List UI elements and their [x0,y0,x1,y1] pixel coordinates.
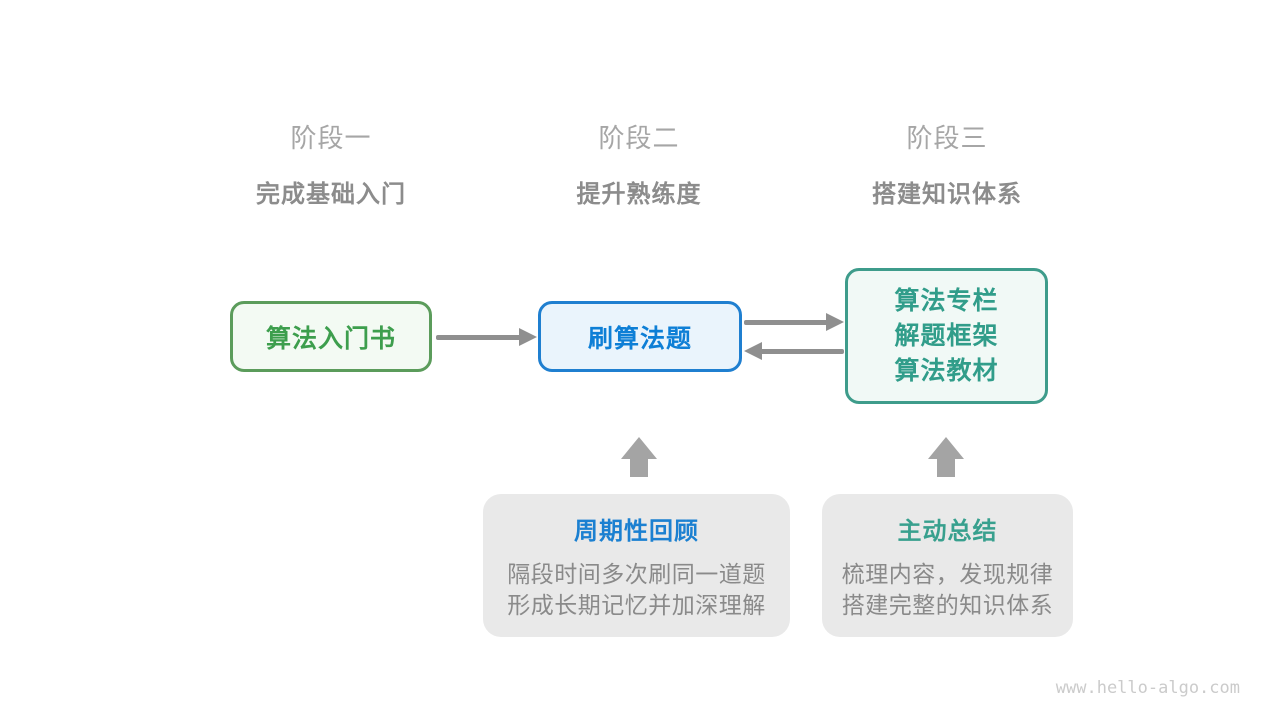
callout-active-summary-line-1: 梳理内容，发现规律 [841,561,1054,587]
callout-periodic-review-title: 周期性回顾 [574,518,699,545]
callout-active-summary: 主动总结 梳理内容，发现规律 搭建完整的知识体系 [822,494,1073,637]
stage-1-title: 阶段一 [290,123,372,153]
node-knowledge-line-1: 算法专栏 [894,286,999,315]
callout-periodic-review: 周期性回顾 隔段时间多次刷同一道题 形成长期记忆并加深理解 [483,494,790,637]
node-intro-book: 算法入门书 [230,301,432,372]
node-knowledge-line-3: 算法教材 [894,356,999,385]
stage-2-header: 阶段二 提升熟练度 [499,118,779,209]
callout-periodic-review-line-1: 隔段时间多次刷同一道题 [507,561,766,587]
stage-3-title: 阶段三 [906,123,988,153]
stage-3-subtitle: 搭建知识体系 [872,181,1022,208]
node-knowledge: 算法专栏 解题框架 算法教材 [845,268,1048,404]
stage-3-header: 阶段三 搭建知识体系 [807,118,1087,209]
node-practice-label: 刷算法题 [587,324,692,353]
callout-active-summary-line-2: 搭建完整的知识体系 [841,592,1054,618]
callout-periodic-review-line-2: 形成长期记忆并加深理解 [507,592,766,618]
node-practice: 刷算法题 [538,301,742,372]
stage-2-title: 阶段二 [598,123,680,153]
stage-1-header: 阶段一 完成基础入门 [191,118,471,209]
callout-periodic-review-body: 隔段时间多次刷同一道题 形成长期记忆并加深理解 [483,559,790,621]
stage-2-subtitle: 提升熟练度 [576,181,702,208]
callout-active-summary-body: 梳理内容，发现规律 搭建完整的知识体系 [822,559,1073,621]
stage-1-subtitle: 完成基础入门 [256,181,406,208]
callout-active-summary-title: 主动总结 [897,518,998,545]
node-intro-book-label: 算法入门书 [265,324,396,353]
watermark-url: www.hello-algo.com [1055,678,1240,698]
node-knowledge-line-2: 解题框架 [894,321,999,350]
